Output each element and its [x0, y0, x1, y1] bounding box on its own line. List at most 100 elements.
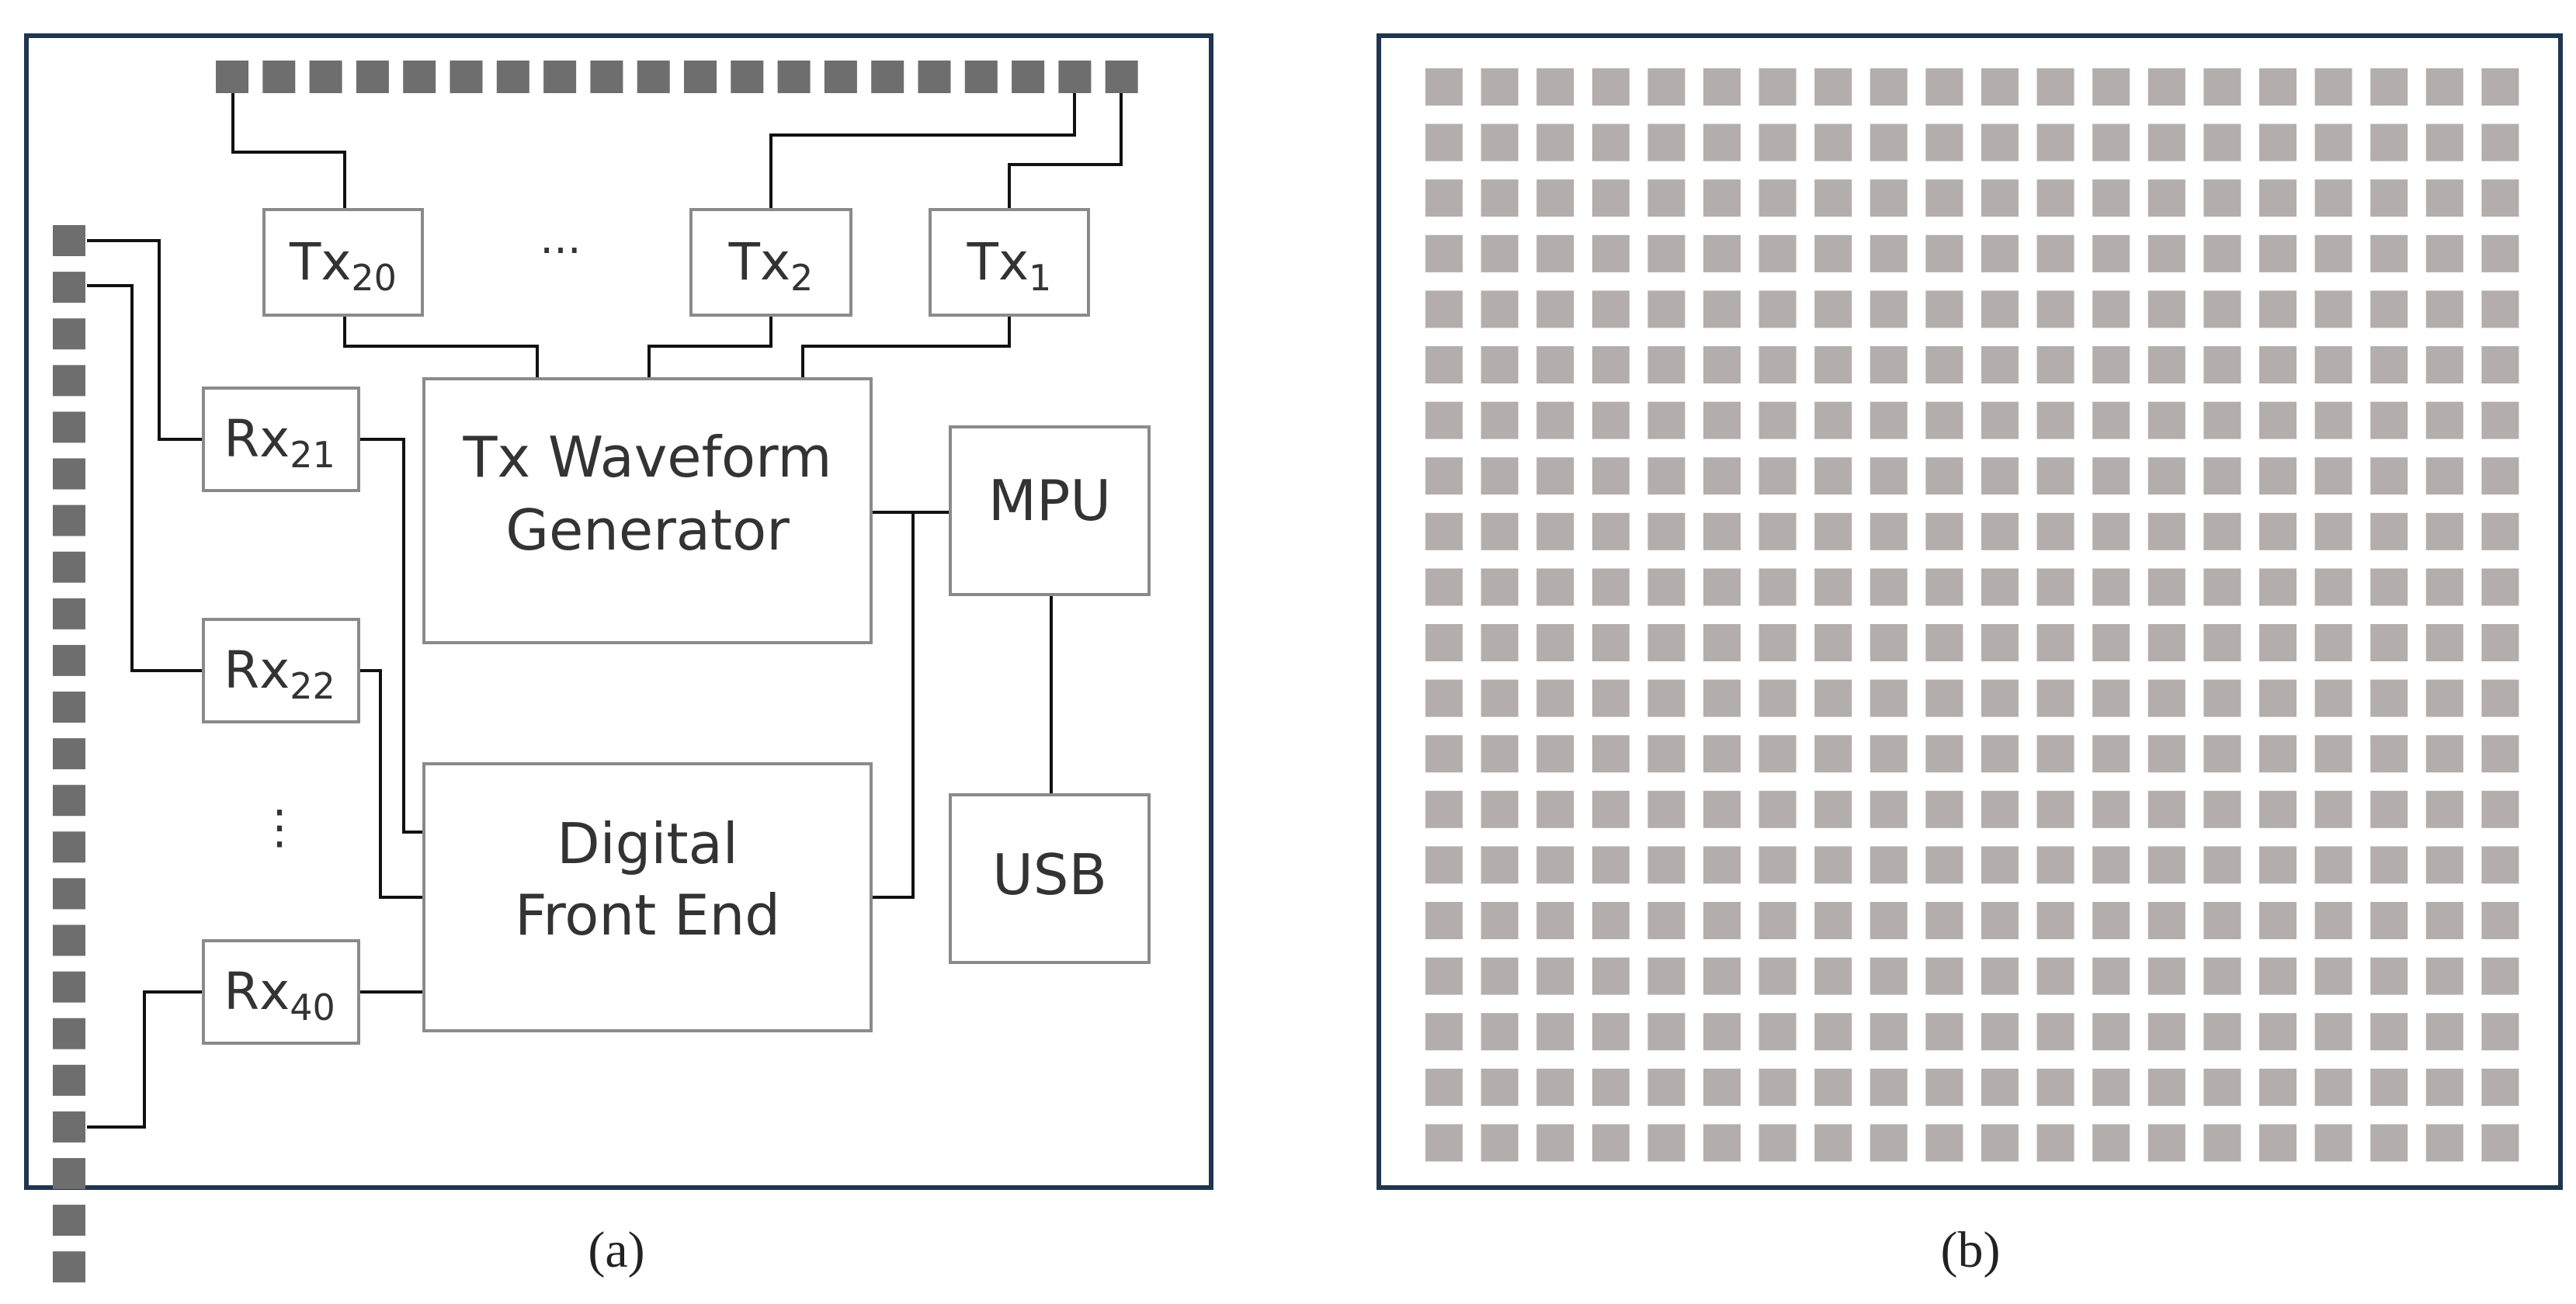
grid-antenna-element	[1647, 957, 1686, 995]
grid-antenna-element	[2481, 957, 2519, 995]
grid-antenna-element	[1425, 290, 1463, 328]
grid-antenna-element	[2314, 846, 2352, 884]
grid-antenna-element	[2370, 123, 2408, 161]
grid-antenna-element	[1703, 902, 1741, 939]
grid-antenna-element	[2203, 790, 2241, 828]
grid-antenna-element	[2425, 1068, 2463, 1106]
grid-antenna-element	[1758, 1068, 1797, 1106]
grid-antenna-element	[2147, 123, 2185, 161]
grid-antenna-element	[2092, 846, 2130, 884]
grid-antenna-element	[1925, 790, 1963, 828]
grid-antenna-element	[1592, 457, 1630, 495]
grid-antenna-element	[1425, 179, 1463, 217]
grid-antenna-element	[2370, 290, 2408, 328]
wire-rx40-frontend	[359, 669, 424, 899]
left-antenna-element	[53, 1064, 85, 1096]
grid-antenna-element	[1592, 346, 1630, 383]
grid-antenna-element	[1536, 790, 1574, 828]
grid-antenna-element	[1703, 123, 1741, 161]
grid-antenna-element	[2036, 512, 2074, 550]
grid-antenna-element	[2314, 234, 2352, 272]
grid-antenna-element	[1981, 1013, 2019, 1051]
grid-antenna-element	[2481, 123, 2519, 161]
grid-antenna-element	[2092, 679, 2130, 717]
grid-antenna-element	[2481, 790, 2519, 828]
grid-antenna-element	[2036, 457, 2074, 495]
left-antenna-element	[53, 831, 85, 863]
grid-antenna-element	[2203, 679, 2241, 717]
rx-block-40-subscript: 40	[290, 987, 335, 1028]
grid-antenna-element	[1870, 735, 1908, 773]
grid-antenna-element	[2092, 790, 2130, 828]
grid-antenna-element	[1814, 790, 1852, 828]
grid-antenna-element	[1481, 1068, 1519, 1106]
grid-antenna-element	[2036, 568, 2074, 606]
grid-antenna-element	[1981, 1068, 2019, 1106]
grid-antenna-element	[2370, 512, 2408, 550]
digital-front-end-line2: Front End	[515, 883, 780, 948]
grid-antenna-element	[1814, 346, 1852, 383]
grid-antenna-element	[1758, 679, 1797, 717]
panel-a: Tx20 Tx2 Tx1 ··· Rx21 Rx22	[24, 33, 1213, 1283]
digital-front-end-line1: Digital	[557, 811, 738, 876]
grid-antenna-element	[1536, 457, 1574, 495]
grid-antenna-element	[2036, 902, 2074, 939]
grid-antenna-element	[2259, 846, 2297, 884]
grid-antenna-element	[2370, 846, 2408, 884]
grid-antenna-element	[1870, 790, 1908, 828]
grid-antenna-element	[1481, 512, 1519, 550]
grid-antenna-element	[2203, 624, 2241, 661]
grid-antenna-element	[2314, 179, 2352, 217]
grid-antenna-element	[1703, 179, 1741, 217]
grid-antenna-element	[2203, 957, 2241, 995]
grid-antenna-element	[2425, 234, 2463, 272]
rx-block-22: Rx22	[202, 618, 360, 723]
grid-antenna-element	[1425, 902, 1463, 939]
grid-antenna-element	[1425, 68, 1463, 106]
grid-antenna-element	[1870, 457, 1908, 495]
grid-antenna-element	[2147, 401, 2185, 439]
tx-waveform-generator-block: Tx Waveform Generator	[422, 377, 873, 644]
rx-block-40: Rx40	[202, 939, 360, 1045]
grid-antenna-element	[1647, 735, 1686, 773]
grid-antenna-element	[2425, 679, 2463, 717]
grid-antenna-element	[2036, 1124, 2074, 1162]
grid-antenna-element	[1925, 902, 1963, 939]
grid-antenna-element	[2314, 568, 2352, 606]
grid-antenna-element	[2203, 290, 2241, 328]
grid-antenna-element	[1425, 846, 1463, 884]
grid-antenna-element	[1870, 123, 1908, 161]
grid-antenna-element	[2481, 512, 2519, 550]
grid-antenna-element	[2481, 290, 2519, 328]
wire-tx1-generator	[801, 315, 1011, 379]
grid-antenna-element	[1870, 624, 1908, 661]
grid-antenna-element	[2036, 346, 2074, 383]
grid-antenna-element	[1481, 568, 1519, 606]
grid-antenna-element	[2481, 234, 2519, 272]
grid-antenna-element	[2425, 401, 2463, 439]
grid-antenna-element	[1925, 346, 1963, 383]
grid-antenna-element	[1481, 457, 1519, 495]
grid-antenna-element	[1870, 512, 1908, 550]
grid-antenna-element	[2259, 123, 2297, 161]
grid-antenna-element	[1481, 234, 1519, 272]
svg-text:Tx20: Tx20	[289, 232, 397, 299]
grid-antenna-element	[1703, 234, 1741, 272]
grid-antenna-element	[2259, 957, 2297, 995]
grid-antenna-element	[1703, 401, 1741, 439]
wire-antenna2-rx40	[87, 284, 203, 672]
grid-antenna-element	[2092, 624, 2130, 661]
grid-antenna-element	[2370, 1124, 2408, 1162]
svg-text:Rx22: Rx22	[224, 640, 335, 707]
grid-antenna-element	[1536, 679, 1574, 717]
grid-antenna-element	[2147, 346, 2185, 383]
wire-antenna1-rx21	[87, 239, 203, 441]
grid-antenna-element	[1536, 179, 1574, 217]
grid-antenna-element	[1481, 1013, 1519, 1051]
grid-antenna-element	[2259, 1124, 2297, 1162]
grid-antenna-element	[2092, 123, 2130, 161]
grid-antenna-element	[2425, 457, 2463, 495]
grid-antenna-element	[1981, 123, 2019, 161]
grid-antenna-element	[1703, 679, 1741, 717]
grid-antenna-element	[2314, 1068, 2352, 1106]
